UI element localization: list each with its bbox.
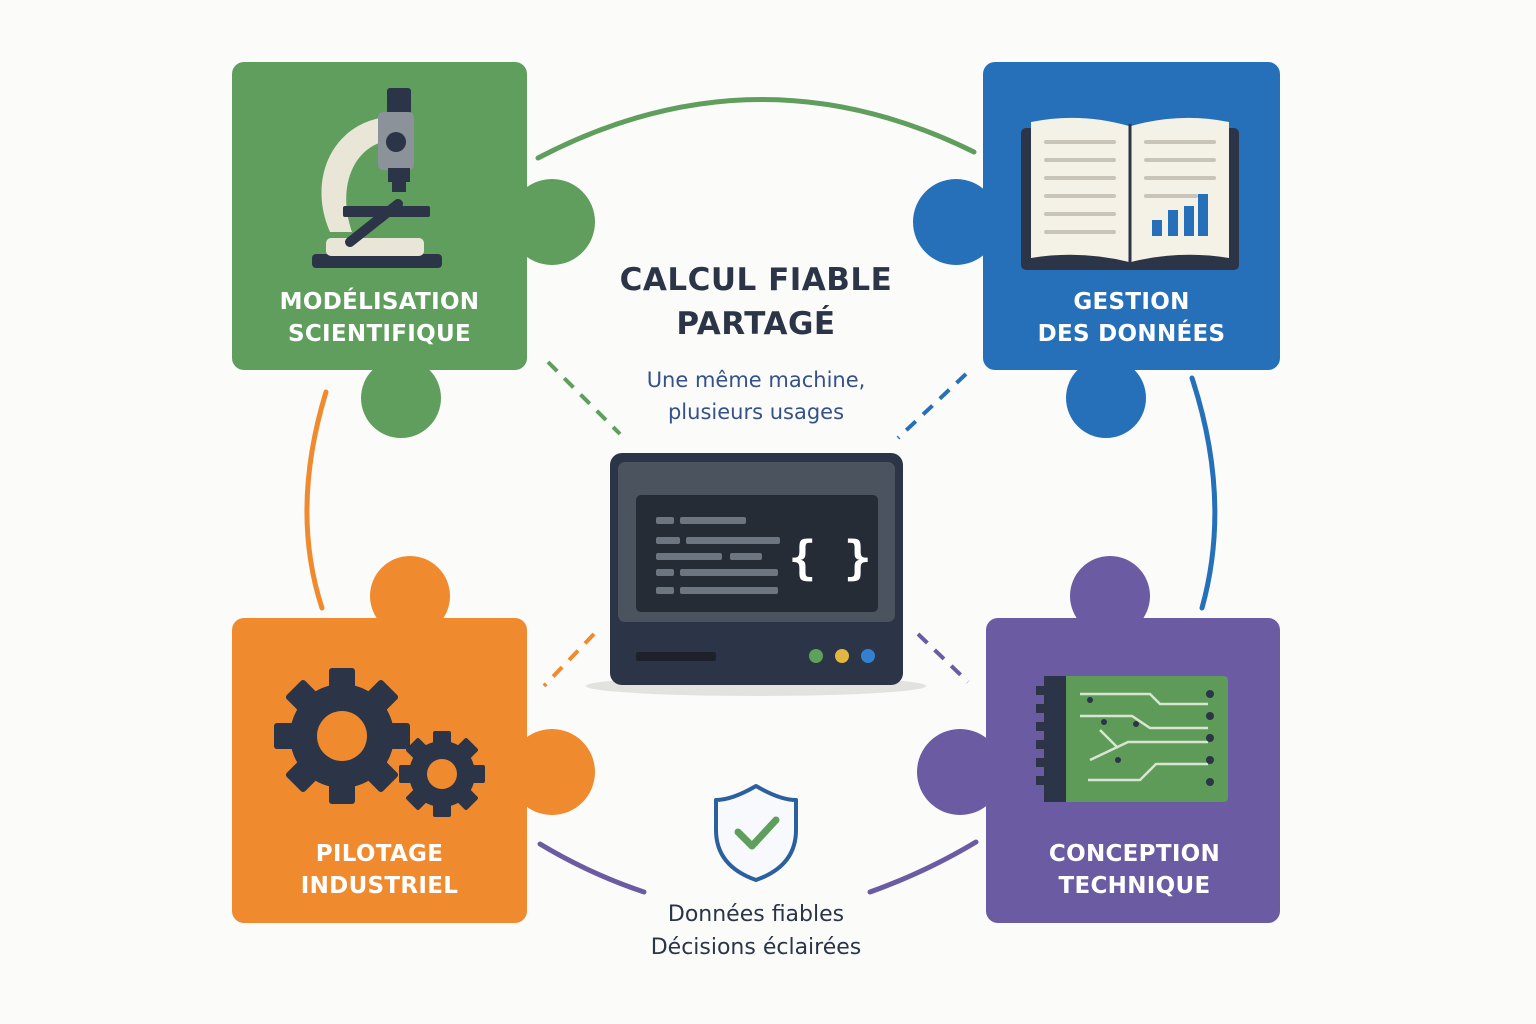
- status-led-green: [809, 649, 823, 663]
- status-led-yellow: [835, 649, 849, 663]
- server-device: { }: [586, 453, 926, 696]
- gears-icon: [274, 668, 485, 817]
- label-pilotage-industriel: PILOTAGE INDUSTRIEL: [300, 841, 459, 899]
- arc-left: [304, 389, 329, 611]
- dashed-link-top-right: [896, 372, 968, 440]
- label-modelisation-scientifique: MODÉLISATION SCIENTIFIQUE: [279, 289, 480, 347]
- center-title: CALCUL FIABLE PARTAGÉ: [619, 262, 893, 342]
- open-book-chart-icon: [1021, 117, 1239, 270]
- label-conception-technique: CONCEPTION TECHNIQUE: [1048, 841, 1221, 899]
- microscope-icon: [312, 88, 442, 268]
- label-gestion-donnees: GESTION DES DONNÉES: [1037, 289, 1226, 347]
- shield-check-icon: [714, 784, 798, 882]
- circuit-board-icon: [1036, 676, 1228, 802]
- status-led-blue: [861, 649, 875, 663]
- center-subtitle: Une même machine, plusieurs usages: [646, 368, 866, 424]
- dashed-link-top-left: [546, 360, 622, 436]
- arc-top: [535, 97, 977, 161]
- arc-right: [1189, 375, 1218, 611]
- arc-bottom-right: [867, 839, 979, 895]
- code-braces-symbol: { }: [788, 531, 871, 585]
- dashed-link-bottom-right: [916, 632, 970, 684]
- arc-bottom-left: [537, 841, 647, 895]
- bottom-caption: Données fiables Décisions éclairées: [650, 902, 862, 960]
- dashed-link-bottom-left: [542, 632, 596, 688]
